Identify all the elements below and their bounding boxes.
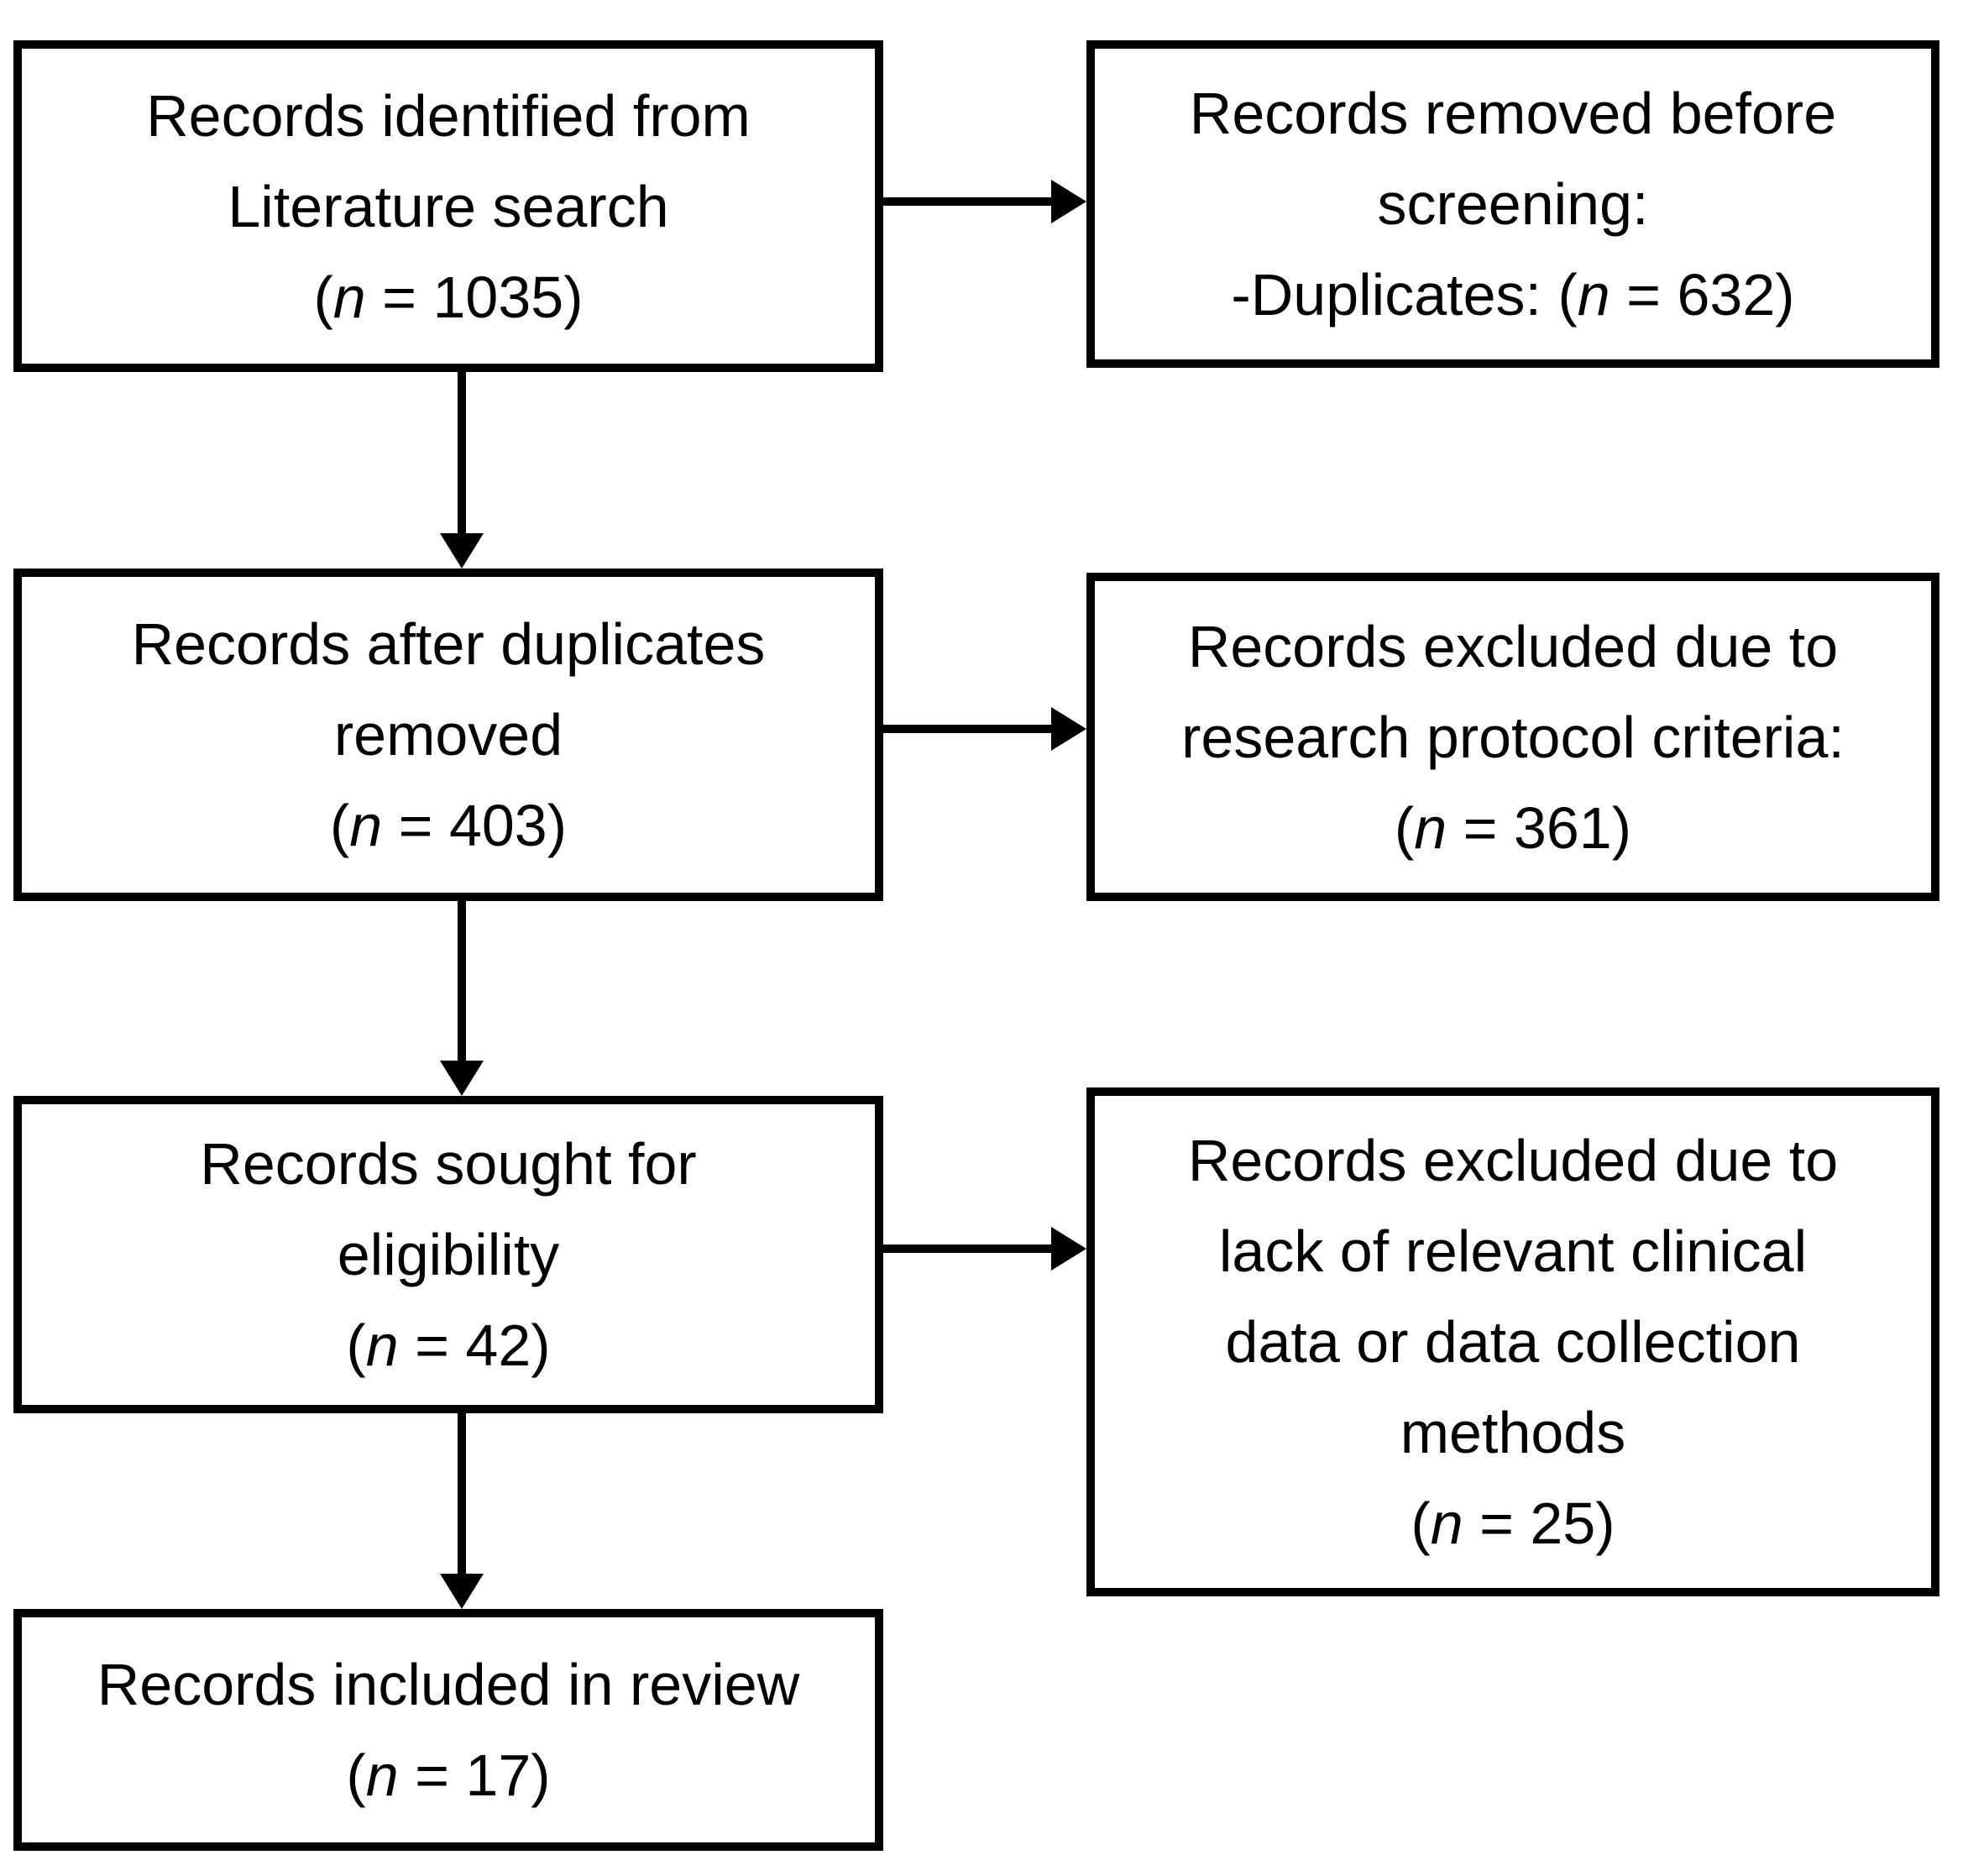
- box-text-line: Records removed before: [1189, 81, 1837, 146]
- box-text-line: (n = 42): [346, 1313, 551, 1378]
- arrow-after-duplicates-to-excluded-protocol: [883, 707, 1086, 751]
- arrow-identified-to-after-duplicates: [440, 372, 484, 569]
- italic-n: n: [349, 793, 383, 858]
- italic-n: n: [1430, 1491, 1463, 1556]
- italic-n: n: [332, 264, 366, 330]
- flow-box-records-excluded-clinical-data: Records excluded due to lack of relevant …: [1086, 1087, 1939, 1596]
- arrow-shaft: [458, 1413, 466, 1575]
- box-text-line: Records sought for: [200, 1131, 697, 1197]
- arrowhead-down-icon: [440, 1061, 484, 1096]
- flow-box-records-sought-for-eligibility: Records sought for eligibility (n = 42): [13, 1096, 883, 1413]
- arrow-after-duplicates-to-sought: [440, 901, 484, 1096]
- box-text-line: data or data collection: [1225, 1309, 1801, 1375]
- box-text-line: Records excluded due to: [1187, 1128, 1839, 1193]
- box-text-line: Records after duplicates: [131, 611, 766, 677]
- arrowhead-right-icon: [1051, 180, 1086, 223]
- box-text-line: (n = 17): [346, 1742, 551, 1808]
- arrowhead-right-icon: [1051, 1227, 1086, 1271]
- box-text-line: removed: [333, 702, 563, 768]
- box-text-line: eligibility: [337, 1222, 560, 1287]
- flow-box-records-removed-before-screening: Records removed before screening: -Duplica…: [1086, 40, 1939, 368]
- italic-n: n: [365, 1313, 399, 1378]
- box-text-line: Records identified from: [146, 82, 751, 149]
- arrowhead-down-icon: [440, 1574, 484, 1609]
- box-text-line: (n = 403): [329, 793, 568, 858]
- arrow-shaft: [458, 372, 466, 535]
- box-text-line: lack of relevant clinical: [1218, 1218, 1808, 1284]
- italic-n: n: [365, 1742, 399, 1808]
- arrowhead-down-icon: [440, 533, 484, 569]
- flow-box-records-excluded-protocol-criteria: Records excluded due to research protocol…: [1086, 573, 1939, 901]
- box-text-line: (n = 25): [1411, 1491, 1615, 1556]
- italic-n: n: [1577, 262, 1610, 328]
- arrow-sought-to-excluded-clinical: [883, 1227, 1086, 1271]
- box-text-line: (n = 1035): [313, 264, 584, 330]
- italic-n: n: [1414, 794, 1447, 861]
- box-text-line: -Duplicates: (n = 632): [1231, 262, 1795, 328]
- flow-box-records-after-duplicates-removed: Records after duplicates removed (n = 403): [13, 569, 883, 901]
- box-text-line: Literature search: [228, 173, 669, 239]
- arrow-sought-to-included: [440, 1413, 484, 1609]
- box-text-line: Records excluded due to: [1187, 613, 1839, 679]
- box-text-line: research protocol criteria:: [1181, 704, 1845, 770]
- arrow-shaft: [883, 197, 1053, 206]
- arrow-shaft: [458, 901, 466, 1062]
- flow-box-records-included-in-review: Records included in review (n = 17): [13, 1609, 883, 1851]
- arrow-shaft: [883, 725, 1053, 733]
- box-text-line: Records included in review: [97, 1652, 800, 1717]
- box-text-line: screening:: [1377, 171, 1649, 237]
- arrow-identified-to-removed: [883, 180, 1086, 223]
- arrowhead-right-icon: [1051, 707, 1086, 751]
- arrow-shaft: [883, 1245, 1053, 1253]
- box-text-line: methods: [1400, 1400, 1626, 1465]
- box-text-line: (n = 361): [1394, 794, 1632, 861]
